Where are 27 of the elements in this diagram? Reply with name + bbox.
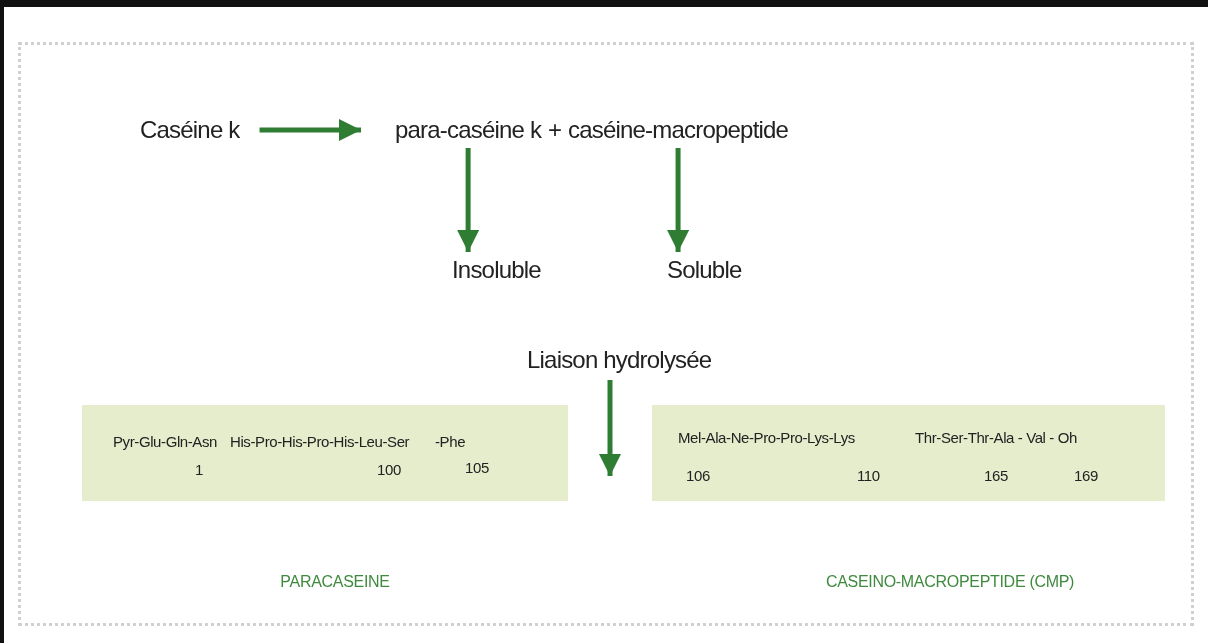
arrow xyxy=(259,119,361,141)
residue-number: 165 xyxy=(984,467,1008,485)
sequence-panel xyxy=(652,405,1165,501)
plus-sign: + xyxy=(548,116,562,144)
residue-number: 1 xyxy=(195,461,203,479)
term-label: Insoluble xyxy=(452,256,541,284)
residue-number: 169 xyxy=(1074,467,1098,485)
amino-acid-sequence: Thr-Ser-Thr-Ala - Val - Oh xyxy=(915,429,1077,447)
amino-acid-sequence: -Phe xyxy=(435,433,466,451)
amino-acid-sequence: His-Pro-His-Pro-His-Leu-Ser xyxy=(230,433,410,451)
term-label: Liaison hydrolysée xyxy=(527,346,712,374)
term-label: Caséine k xyxy=(140,116,240,144)
term-label: caséine-macropeptide xyxy=(568,116,789,144)
residue-number: 105 xyxy=(465,459,489,477)
amino-acid-sequence: Pyr-Glu-Gln-Asn xyxy=(113,433,218,451)
sequence-panel xyxy=(82,405,568,501)
amino-acid-sequence: Mel-Ala-Ne-Pro-Pro-Lys-Lys xyxy=(678,429,855,447)
term-label: Soluble xyxy=(667,256,742,284)
arrow xyxy=(667,148,690,252)
caption-label: PARACASEINE xyxy=(280,573,390,591)
residue-number: 106 xyxy=(686,467,710,485)
arrow xyxy=(457,148,480,252)
residue-number: 100 xyxy=(377,461,401,479)
term-label: para-caséine k xyxy=(395,116,542,144)
caption-label: CASEINO-MACROPEPTIDE (CMP) xyxy=(825,573,1075,591)
residue-number: 110 xyxy=(857,467,880,485)
arrow xyxy=(599,380,621,476)
